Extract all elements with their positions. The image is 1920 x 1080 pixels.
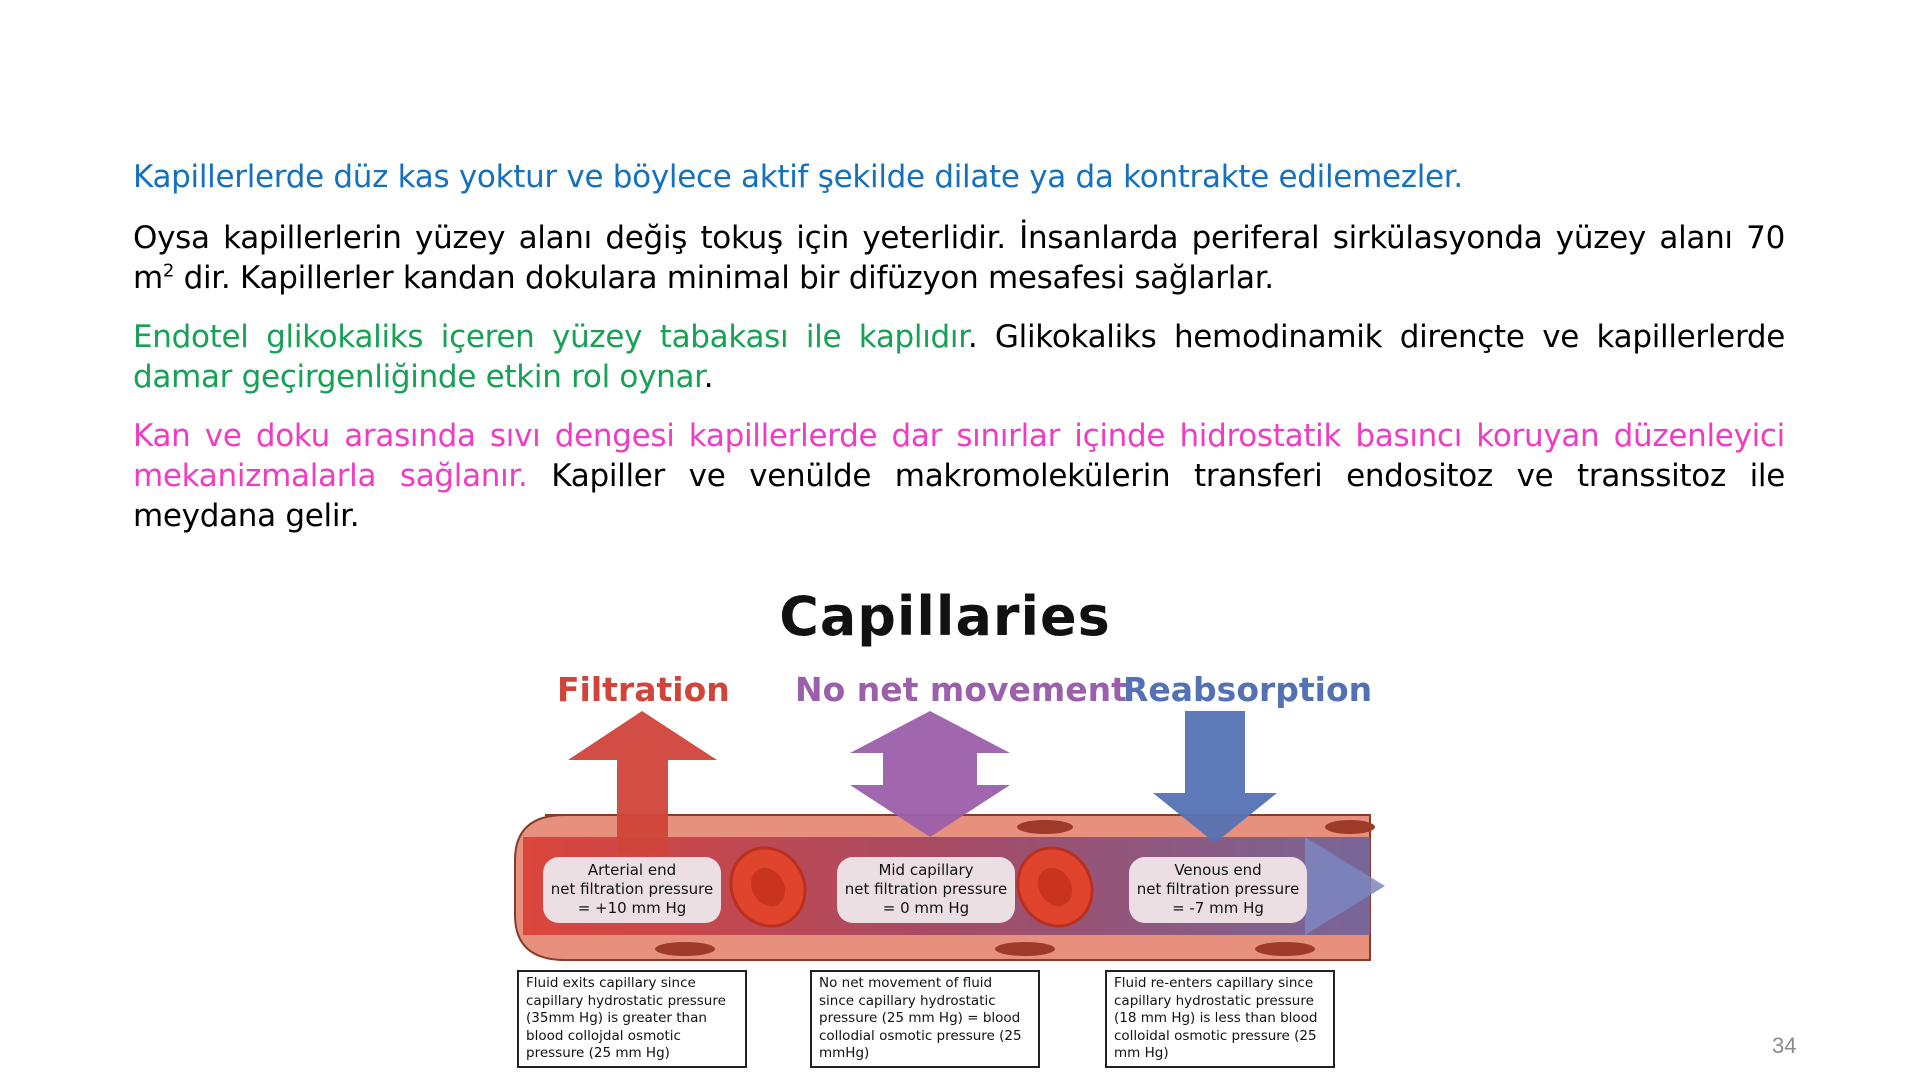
paragraph-4-pink: Kan ve doku arasında sıvı dengesi kapill… <box>133 418 1785 494</box>
explanation-box-filtration: Fluid exits capillary since capillary hy… <box>517 970 747 1068</box>
pressure-box-mid: Mid capillary net filtration pressure = … <box>837 857 1015 923</box>
pressure-box-arterial: Arterial end net filtration pressure = +… <box>543 857 721 923</box>
paragraph-3: Endotel glikokaliks içeren yüzey tabakas… <box>133 317 1785 397</box>
paragraph-4: Kan ve doku arasında sıvı dengesi kapill… <box>133 416 1785 536</box>
paragraph-3-black-b: . <box>703 359 714 395</box>
label-no-net-movement: No net movement <box>795 670 1127 709</box>
pressure-box-mid-line3: = 0 mm Hg <box>882 899 970 917</box>
explanation-box-reabsorption: Fluid re-enters capillary since capillar… <box>1105 970 1335 1068</box>
paragraph-1-text: Kapillerlerde düz kas yoktur ve böylece … <box>133 159 1463 195</box>
paragraph-2-text-a: Oysa kapillerlerin yüzey alanı değiş tok… <box>133 220 1785 296</box>
paragraph-3-green-a: Endotel glikokaliks içeren yüzey tabakas… <box>133 319 968 355</box>
diagram-title: Capillaries <box>779 585 1111 648</box>
pressure-box-arterial-line1: Arterial end <box>587 861 677 879</box>
no-net-double-arrow-icon <box>850 711 1010 837</box>
pressure-box-venous: Venous end net filtration pressure = -7 … <box>1129 857 1307 923</box>
pressure-box-venous-line1: Venous end <box>1174 861 1262 879</box>
paragraph-2: Oysa kapillerlerin yüzey alanı değiş tok… <box>133 218 1785 298</box>
filtration-up-arrow-icon <box>568 711 717 855</box>
pressure-box-venous-line3: = -7 mm Hg <box>1172 899 1264 917</box>
reabsorption-down-arrow-icon <box>1153 711 1277 843</box>
label-reabsorption: Reabsorption <box>1123 670 1373 709</box>
paragraph-2-text-b: dir. Kapillerler kandan dokulara minimal… <box>174 260 1275 296</box>
pressure-box-venous-line2: net filtration pressure <box>1136 880 1300 898</box>
paragraph-1: Kapillerlerde düz kas yoktur ve böylece … <box>133 157 1785 197</box>
pressure-box-arterial-line3: = +10 mm Hg <box>577 899 687 917</box>
flow-arrow-icon <box>1305 837 1385 935</box>
explanation-box-no-net: No net movement of fluid since capillary… <box>810 970 1040 1068</box>
pressure-box-mid-line1: Mid capillary <box>878 861 974 879</box>
pressure-box-mid-line2: net filtration pressure <box>844 880 1008 898</box>
capillaries-diagram: Capillaries Filtration No net movement R… <box>505 575 1385 1075</box>
paragraph-3-black-a: . Glikokaliks hemodinamik dirençte ve ka… <box>967 319 1786 355</box>
pressure-box-arterial-line2: net filtration pressure <box>550 880 714 898</box>
label-filtration: Filtration <box>557 670 730 709</box>
page-number: 34 <box>1772 1033 1797 1058</box>
paragraph-4-black: Kapiller ve venülde makromolekülerin tra… <box>133 458 1785 534</box>
superscript-2: 2 <box>162 260 175 282</box>
paragraph-3-green-b: damar geçirgenliğinde etkin rol oynar <box>133 359 704 395</box>
